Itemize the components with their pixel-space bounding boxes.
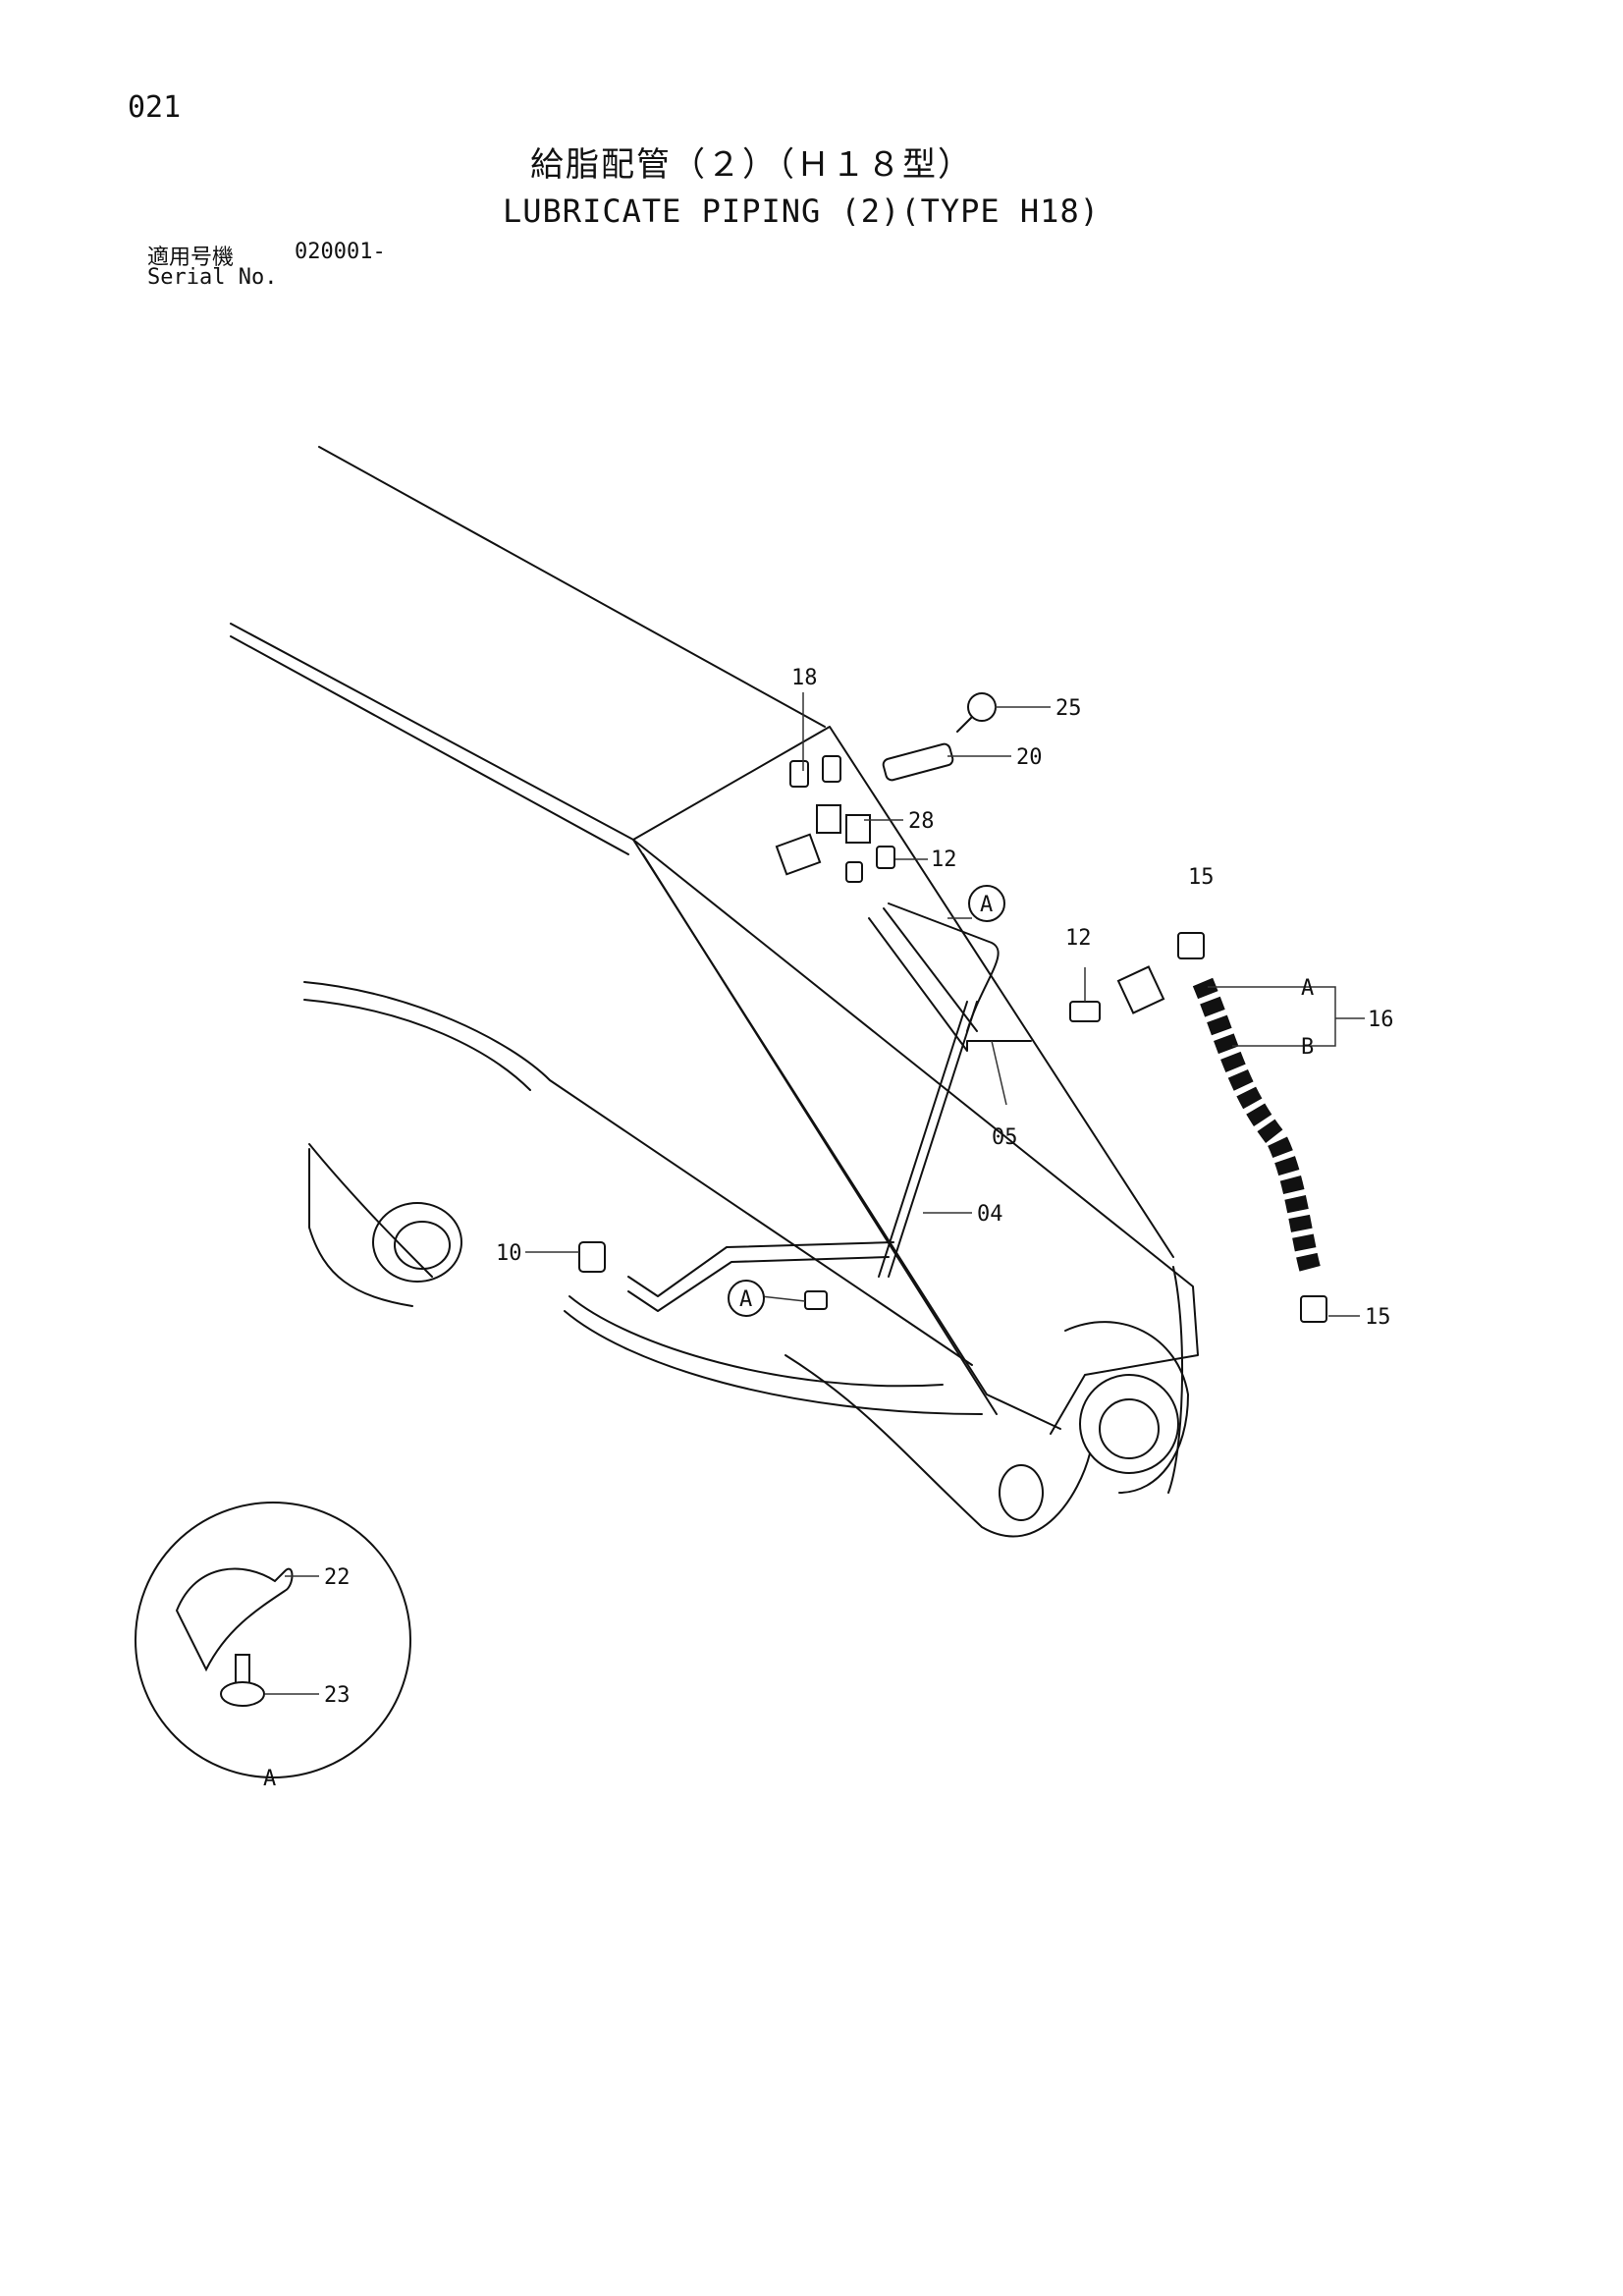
elbow-15b bbox=[1300, 1295, 1327, 1323]
callout-12-right: 12 bbox=[1065, 926, 1092, 951]
callout-18: 18 bbox=[791, 666, 818, 690]
callout-a-detail: A bbox=[263, 1767, 276, 1791]
title-japanese: 給脂配管（２）（Ｈ１８型） bbox=[530, 145, 973, 185]
serial-value: 020001- bbox=[295, 240, 386, 264]
callout-20: 20 bbox=[1016, 745, 1043, 770]
connector-12a bbox=[876, 846, 895, 869]
plate-bracket bbox=[775, 833, 822, 876]
callout-25: 25 bbox=[1055, 696, 1082, 721]
callout-a-bottom: A bbox=[739, 1287, 752, 1312]
fittings bbox=[578, 692, 1327, 1323]
detail-a bbox=[135, 1502, 411, 1778]
marker-a-bottom bbox=[728, 1280, 765, 1317]
block-28b bbox=[845, 814, 871, 844]
marker-a-top bbox=[968, 885, 1005, 922]
callout-23: 23 bbox=[324, 1683, 351, 1708]
elbow-15a bbox=[1177, 932, 1205, 959]
callout-28: 28 bbox=[908, 809, 935, 834]
boom-outline bbox=[230, 446, 1199, 1538]
callout-22: 22 bbox=[324, 1565, 351, 1590]
callout-16: 16 bbox=[1368, 1008, 1394, 1032]
callout-a-top: A bbox=[980, 893, 993, 917]
callout-04: 04 bbox=[977, 1202, 1003, 1227]
callout-05: 05 bbox=[992, 1125, 1018, 1150]
connector-12b bbox=[1069, 1001, 1101, 1022]
elbow-10 bbox=[578, 1241, 606, 1273]
grease-nipple-18a bbox=[789, 760, 809, 788]
block-28a bbox=[816, 804, 841, 834]
title-english: LUBRICATE PIPING (2)(TYPE H18) bbox=[503, 192, 1100, 230]
callout-15-bottom: 15 bbox=[1365, 1305, 1391, 1330]
callout-a-hose: A bbox=[1301, 976, 1314, 1001]
clamp-a bbox=[804, 1290, 828, 1310]
plate-20 bbox=[882, 742, 954, 782]
connector-12c bbox=[845, 861, 863, 883]
callout-b-hose: B bbox=[1301, 1035, 1314, 1060]
callout-12-top: 12 bbox=[931, 847, 957, 872]
hose-16 bbox=[1192, 977, 1322, 1276]
page-number: 021 bbox=[128, 90, 182, 125]
leader-lines bbox=[265, 692, 1365, 1695]
bolt-23-shank bbox=[235, 1654, 250, 1685]
bolt-23-head bbox=[220, 1681, 265, 1707]
clip-22 bbox=[175, 1567, 294, 1672]
callout-15-top: 15 bbox=[1188, 865, 1215, 890]
serial-label-japanese: 適用号機 bbox=[147, 246, 235, 270]
piping bbox=[627, 902, 1032, 1312]
grease-nipple-18b bbox=[822, 755, 841, 783]
block-12b bbox=[1116, 965, 1165, 1014]
callout-10: 10 bbox=[496, 1241, 522, 1266]
serial-label-english: Serial No. bbox=[147, 265, 278, 290]
